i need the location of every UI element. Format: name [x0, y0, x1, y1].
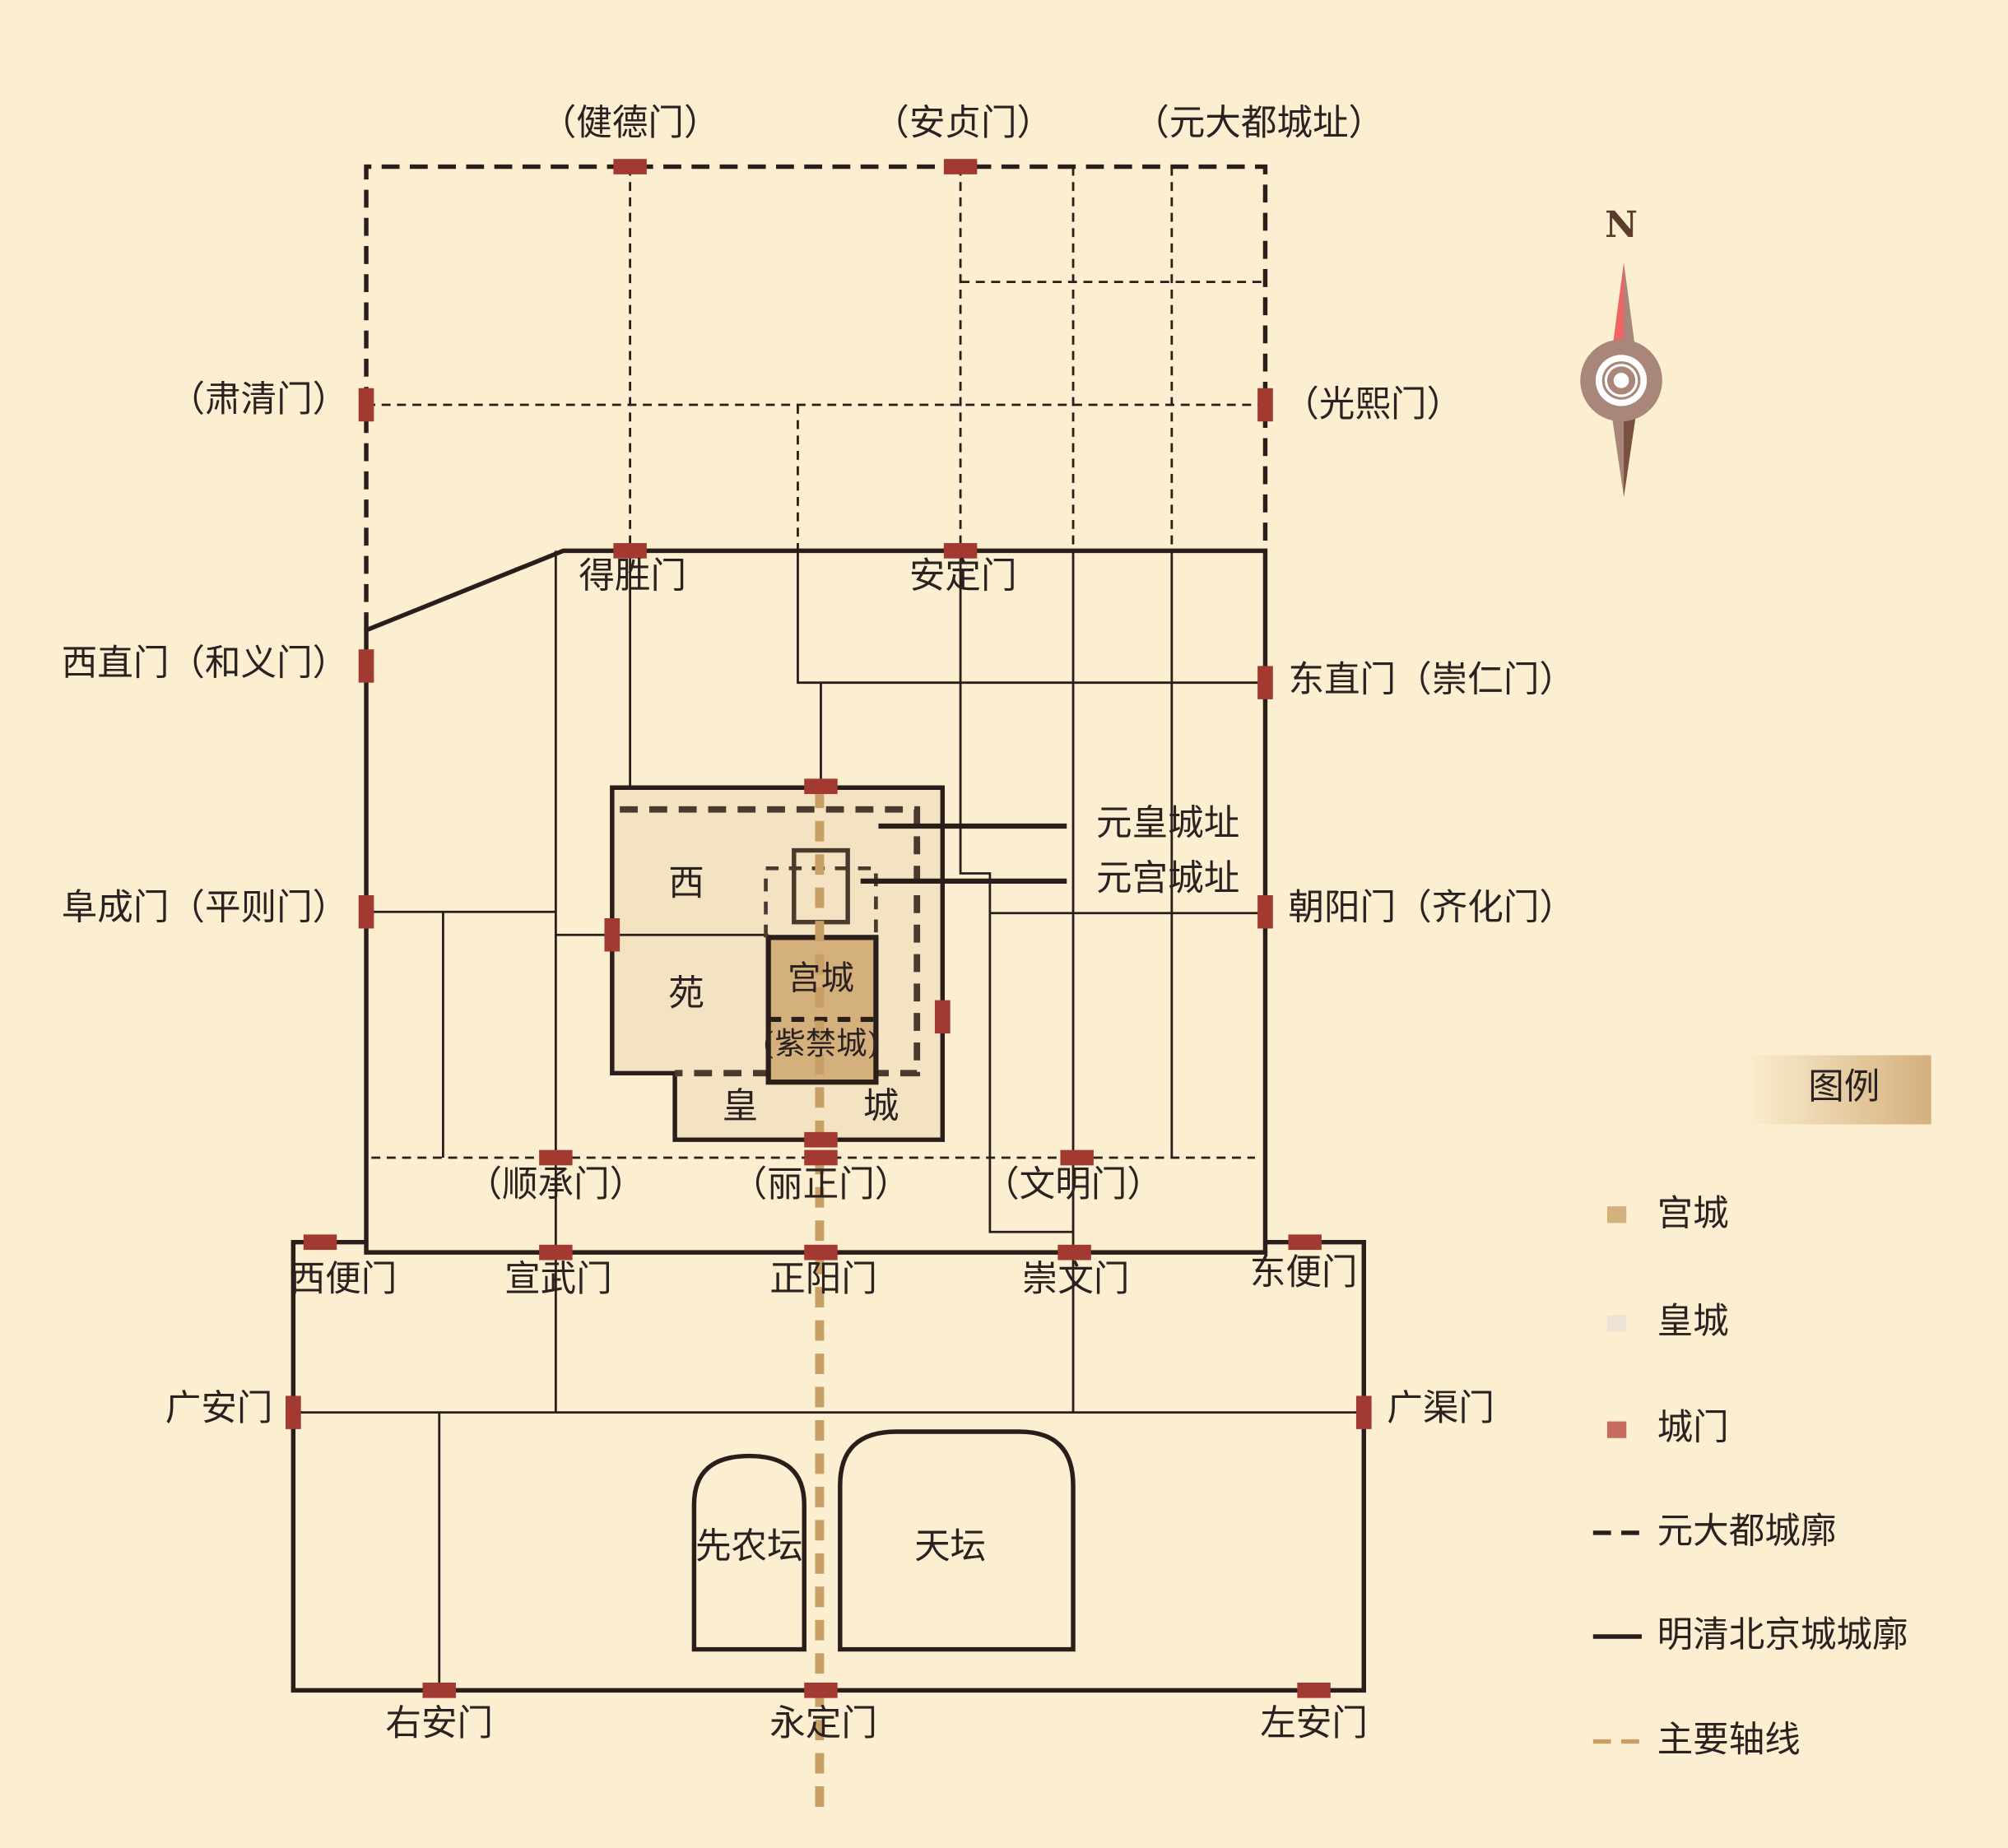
legend-swatch-gate: [1606, 1421, 1627, 1438]
label-xi: 西: [668, 863, 704, 904]
map-labels: （健德门） （安贞门） （元大都城址） （肃清门） （光熙门） 得胜门 安定门 …: [62, 103, 1575, 1744]
label-yuan-gongcheng: 元宫城址: [1096, 858, 1239, 899]
label-chongwen: 崇文门: [1022, 1259, 1130, 1300]
label-yongding: 永定门: [769, 1703, 877, 1744]
label-xuanwu: 宣武门: [504, 1259, 612, 1300]
legend: 图例 宫城 皇城 城门 元大都城廓 明清北京城城廓 主要轴线: [1592, 1055, 1931, 1761]
legend-label: 城门: [1657, 1407, 1729, 1448]
label-guangqu: 广渠门: [1387, 1388, 1494, 1429]
imperial-city: [610, 785, 1067, 1142]
city-gates: [286, 159, 1372, 1698]
legend-header: [1741, 1055, 1931, 1125]
label-xibian: 西便门: [290, 1259, 397, 1300]
label-suqing: （肃清门）: [169, 379, 348, 420]
label-guangan: 广安门: [165, 1388, 273, 1429]
label-jiande: （健德门）: [541, 103, 720, 144]
label-wenming: （文明门）: [983, 1164, 1163, 1205]
label-desheng: 得胜门: [579, 556, 686, 597]
label-zijincheng: (紫禁城): [763, 1025, 879, 1061]
legend-label: 明清北京城城廓: [1657, 1615, 1908, 1656]
legend-label: 皇城: [1657, 1301, 1729, 1342]
north-compass: N: [1580, 204, 1662, 498]
label-xizhi: 西直门（和义门）: [62, 643, 349, 684]
legend-label: 元大都城廓: [1657, 1511, 1837, 1552]
label-lizheng: （丽正门）: [732, 1164, 911, 1205]
label-xiannongtan: 先农坛: [695, 1526, 803, 1567]
label-zhengyang: 正阳门: [769, 1259, 877, 1300]
label-youan: 右安门: [385, 1703, 493, 1744]
legend-label: 主要轴线: [1657, 1720, 1801, 1761]
label-yuan-huangcheng: 元皇城址: [1096, 803, 1239, 844]
legend-title: 图例: [1808, 1067, 1880, 1108]
legend-swatch-palace: [1606, 1206, 1627, 1223]
legend-label: 宫城: [1657, 1194, 1729, 1235]
label-anding: 安定门: [909, 556, 1017, 597]
label-zuoan: 左安门: [1260, 1703, 1368, 1744]
label-huang: 皇: [723, 1086, 759, 1127]
label-yuan-site: （元大都城址）: [1133, 103, 1384, 144]
label-chaoyang: 朝阳门（齐化门）: [1288, 888, 1575, 929]
legend-swatch-imperial: [1606, 1315, 1627, 1332]
label-tiantan: 天坛: [914, 1526, 986, 1567]
label-shuncheng: （顺承门）: [466, 1164, 645, 1205]
label-anzhen: （安贞门）: [873, 103, 1053, 144]
label-dongzhi: 东直门（崇仁门）: [1288, 660, 1575, 701]
label-cheng: 城: [863, 1086, 899, 1127]
tiantan-outline: [838, 1429, 1076, 1652]
leader-lines: [860, 823, 1067, 884]
label-guangxi: （光熙门）: [1283, 384, 1462, 425]
xiannongtan-outline: [691, 1453, 806, 1652]
compass-north-label: N: [1605, 204, 1638, 246]
label-fucheng: 阜成门（平则门）: [62, 888, 349, 929]
label-yuan: 苑: [668, 973, 704, 1015]
label-gongcheng: 宫城: [788, 959, 854, 998]
label-dongbian: 东便门: [1250, 1252, 1358, 1293]
